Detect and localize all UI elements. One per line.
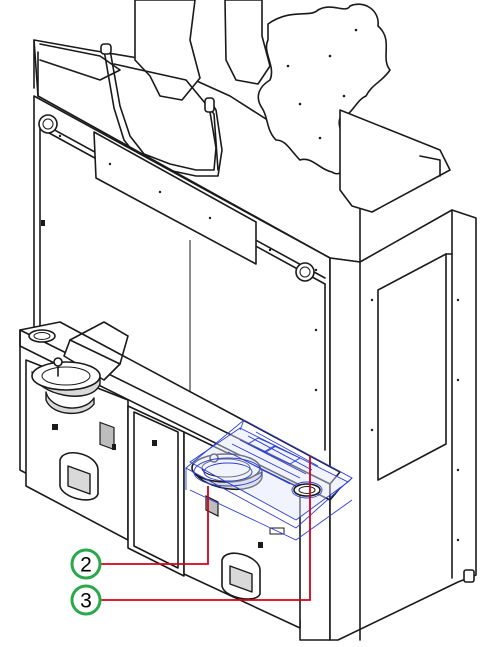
callout-3-ring xyxy=(70,584,102,616)
upper-right-panel xyxy=(339,109,451,213)
center-service-door xyxy=(127,405,185,577)
callout-2: 2 xyxy=(70,486,209,580)
player-station-right xyxy=(183,431,301,629)
callout-3-leader xyxy=(100,456,311,601)
callout-2-ring xyxy=(70,548,102,580)
callout-3: 3 xyxy=(70,456,311,616)
callout-2-number: 2 xyxy=(80,554,92,577)
player-station-left xyxy=(25,329,129,541)
character-cutout-left xyxy=(134,0,271,101)
callout-3-number: 3 xyxy=(80,590,92,613)
highlighted-control-assembly xyxy=(185,419,353,541)
handle-bar-frame xyxy=(100,43,223,177)
rivet-dots xyxy=(58,134,460,542)
callout-2-leader xyxy=(100,486,209,565)
cabinet-side-panel xyxy=(329,209,477,641)
